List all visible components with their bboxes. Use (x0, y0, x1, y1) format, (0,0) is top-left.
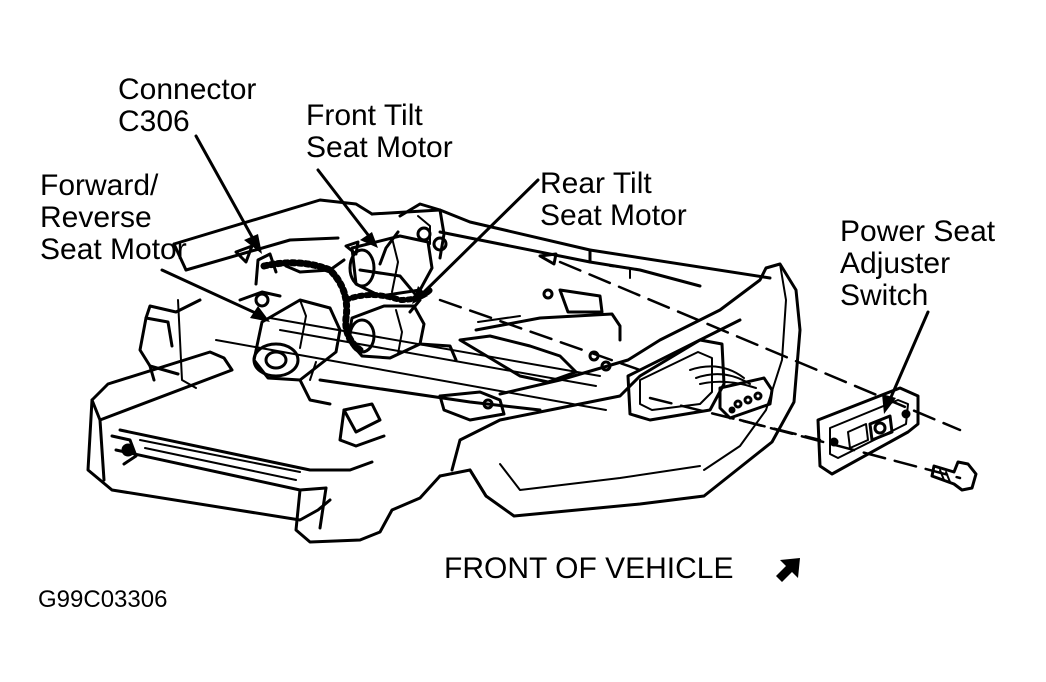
label-connector-c306: Connector C306 (118, 74, 256, 138)
front-direction-arrow-icon (776, 558, 800, 582)
switch-connector-plug (689, 365, 774, 420)
label-line: Seat Motor (40, 233, 187, 266)
forward-reverse-motor (238, 252, 342, 406)
leader-lines (160, 134, 930, 406)
assembly-lines (438, 260, 962, 480)
label-line: Front Tilt (306, 99, 423, 132)
label-front-tilt-motor: Front Tilt Seat Motor (306, 100, 453, 164)
label-line: Reverse (40, 201, 152, 234)
label-line: Forward/ (40, 169, 159, 202)
label-power-seat-switch: Power Seat Adjuster Switch (840, 216, 995, 312)
label-rear-tilt-motor: Rear Tilt Seat Motor (540, 168, 687, 232)
label-line: Adjuster (840, 247, 951, 280)
front-tilt-motor (284, 234, 434, 298)
front-of-vehicle-label: FRONT OF VEHICLE (444, 552, 734, 585)
figure-id: G99C03306 (38, 586, 168, 613)
screw (930, 460, 978, 492)
label-line: C306 (118, 105, 190, 138)
leader-arrowheads (244, 232, 896, 414)
label-line: Power Seat (840, 215, 996, 248)
label-line: Switch (840, 279, 929, 312)
label-line: Rear Tilt (540, 167, 652, 200)
side-trim-panel (438, 262, 802, 518)
label-line: Connector (118, 73, 257, 106)
power-seat-switch (816, 386, 920, 476)
label-line: Seat Motor (540, 199, 687, 232)
label-forward-reverse-motor: Forward/ Reverse Seat Motor (40, 170, 187, 266)
label-line: Seat Motor (306, 131, 453, 164)
